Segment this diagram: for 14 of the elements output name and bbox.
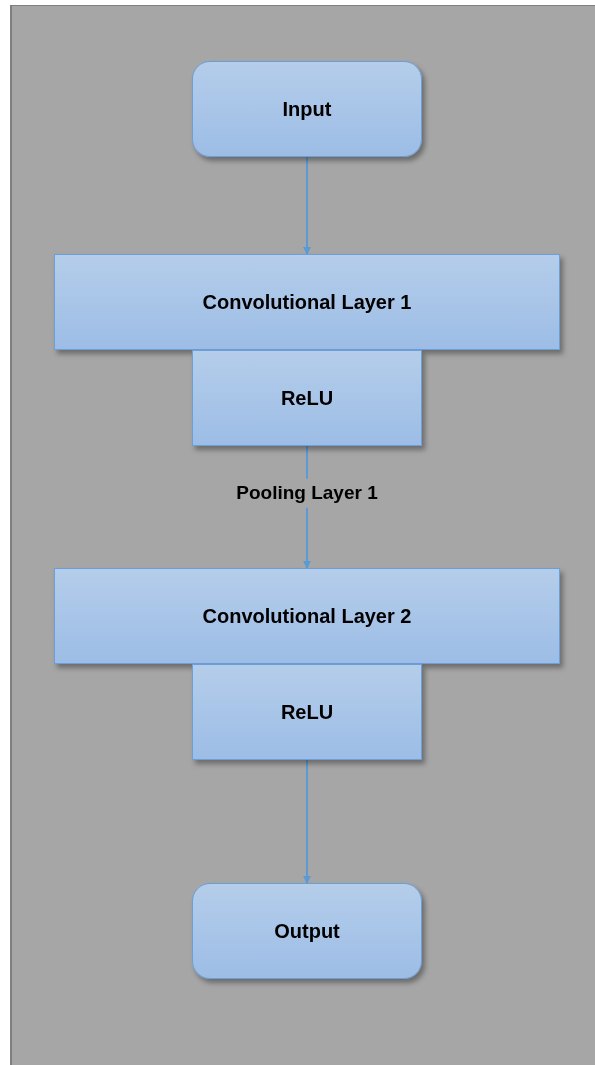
process-box (192, 350, 422, 446)
node-label: Convolutional Layer 2 (202, 604, 412, 629)
node-label: Convolutional Layer 1 (202, 290, 412, 315)
node-label: ReLU (280, 386, 334, 411)
node-label: ReLU (280, 700, 334, 725)
arrow (303, 156, 311, 255)
process-box (54, 254, 560, 350)
node-label: Output (274, 919, 340, 944)
arrow (303, 759, 311, 884)
rounded-process-box (192, 883, 422, 979)
process-box (192, 664, 422, 760)
rounded-process-box (192, 61, 422, 157)
node-label: Input (282, 97, 332, 122)
process-box (54, 568, 560, 664)
